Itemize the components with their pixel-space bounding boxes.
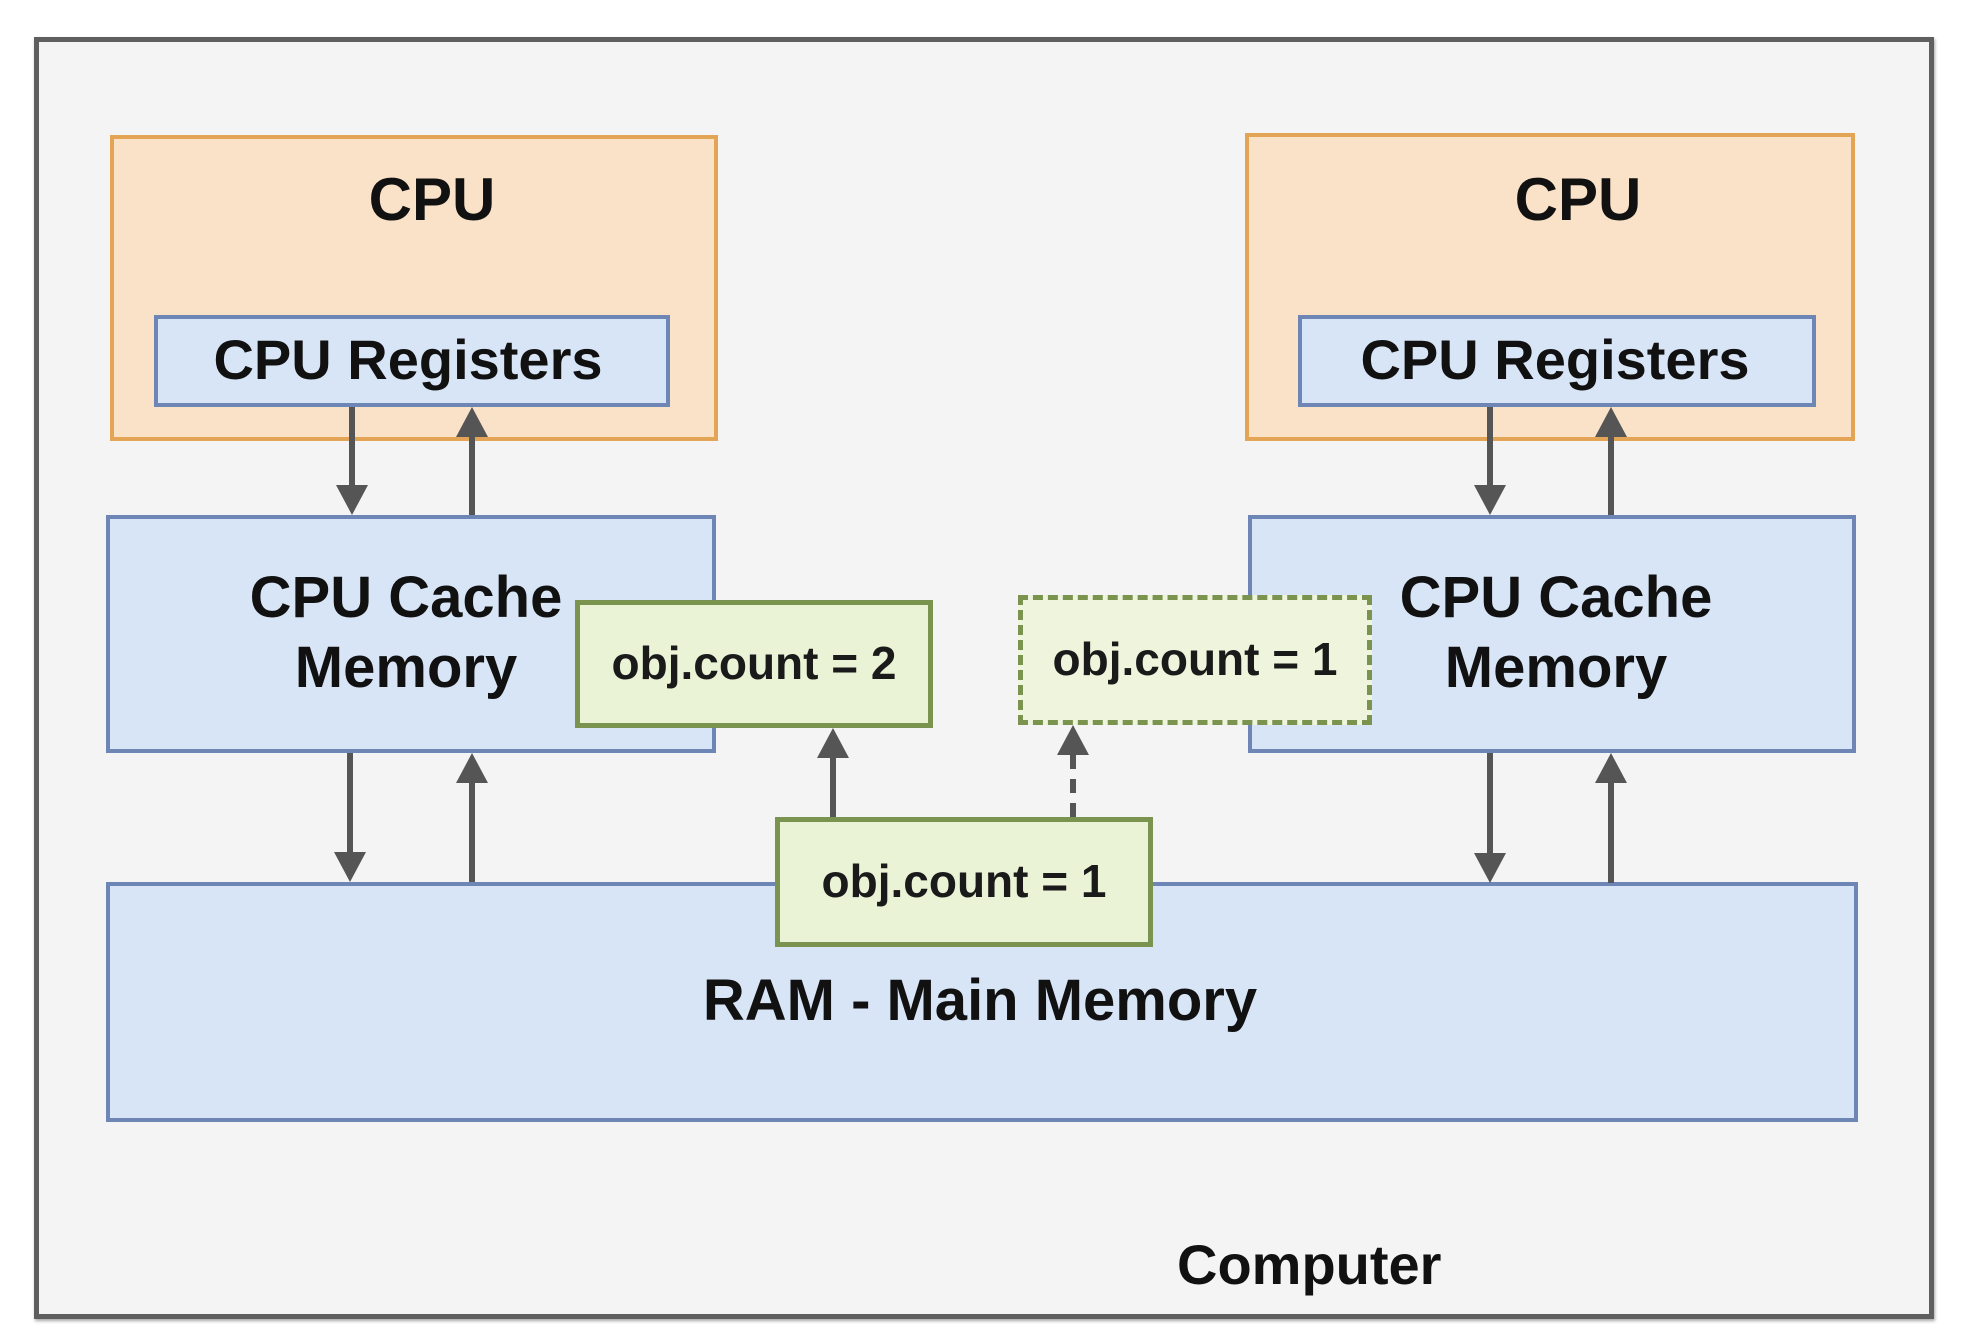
arrow-head-cpu-2-cache-to-ram: [1474, 853, 1506, 883]
ram-label: RAM - Main Memory: [702, 968, 1258, 1033]
cpu-1-cache-label-line2: Memory: [294, 635, 518, 700]
left-cache-value: obj.count = 2: [611, 637, 897, 689]
cpu-2-registers-label: CPU Registers: [1360, 328, 1750, 391]
arrow-head-cpu-2-cache-to-cpu-2-registers: [1595, 407, 1627, 437]
arrow-head-ram-to-cpu-2-cache: [1595, 753, 1627, 783]
ram-value-box: [775, 817, 1153, 947]
cpu-2-cache-label-line1: CPU Cache: [1399, 565, 1713, 630]
cpu-1-registers-label: CPU Registers: [213, 328, 603, 391]
arrow-head-ram-value-to-left-cache-value: [817, 728, 849, 758]
arrow-head-ram-to-cpu-1-cache: [456, 753, 488, 783]
right-cache-value: obj.count = 1: [1052, 633, 1338, 685]
right-cache-value-box: [1018, 595, 1372, 725]
cpu-1-cache-label: CPU Cache Memory: [250, 563, 563, 703]
ram-value: obj.count = 1: [821, 855, 1107, 907]
left-cache-value-box: [575, 600, 933, 728]
arrow-head-ram-value-to-right-cache-value: [1057, 725, 1089, 755]
cpu-2-cache-label: CPU Cache Memory: [1400, 563, 1713, 703]
arrow-head-cpu-1-registers-to-cpu-1-cache: [336, 485, 368, 515]
cpu-1-title: CPU: [368, 166, 496, 233]
cpu-2-registers-box: [1298, 315, 1816, 407]
cpu-1-registers-box: [154, 315, 670, 407]
arrow-head-cpu-2-registers-to-cpu-2-cache: [1474, 485, 1506, 515]
arrow-head-cpu-1-cache-to-ram: [334, 852, 366, 882]
cpu-2-cache-label-line2: Memory: [1444, 635, 1668, 700]
cpu-2-title: CPU: [1514, 166, 1642, 233]
arrow-head-cpu-1-cache-to-cpu-1-registers: [456, 407, 488, 437]
cpu-1-cache-label-line1: CPU Cache: [249, 565, 563, 630]
computer-label: Computer: [1177, 1233, 1442, 1296]
